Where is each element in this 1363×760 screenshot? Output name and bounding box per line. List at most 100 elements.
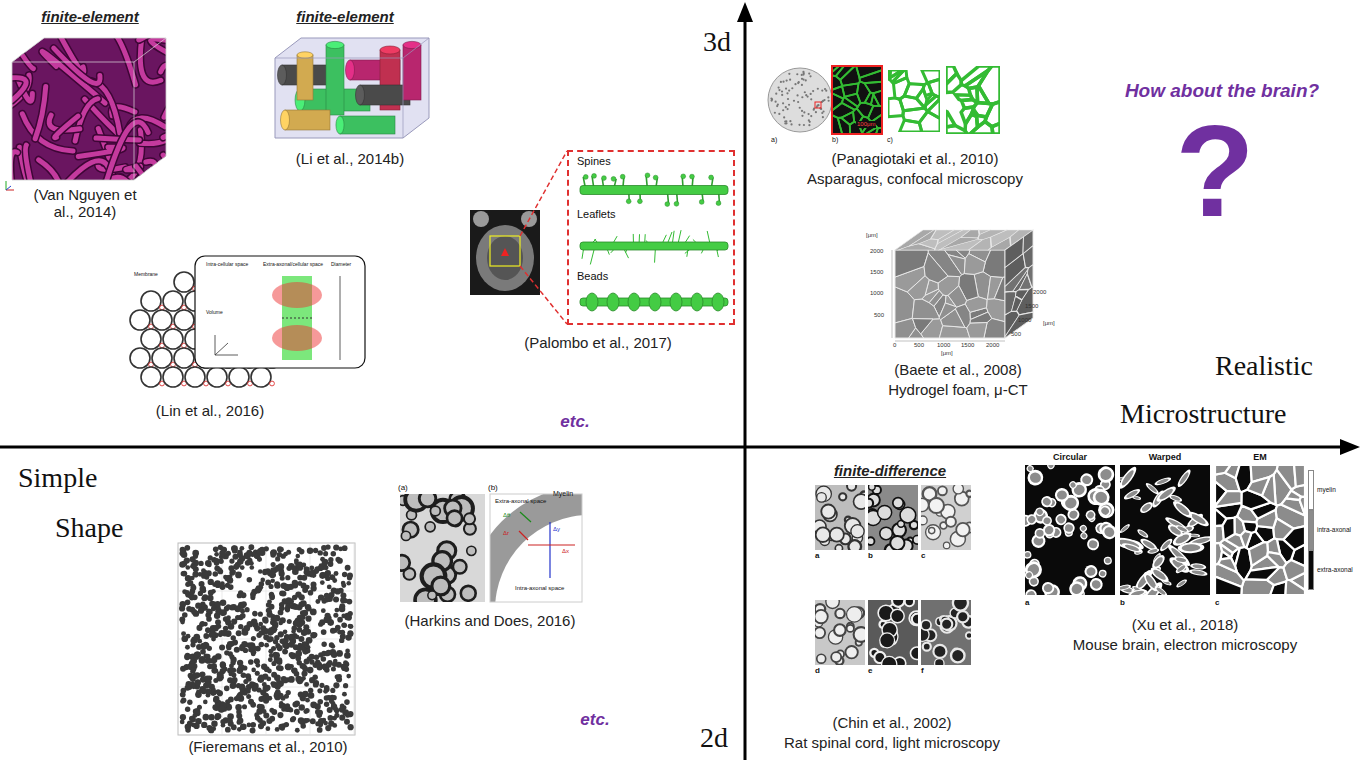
axon-model-part [467,546,476,555]
packed-circles-part [277,645,283,651]
axon-model-part [549,522,550,578]
packed-circles-part [274,615,281,622]
packed-circles-part [293,604,299,610]
packed-circles-part [203,714,210,721]
packed-circles-part [190,585,196,591]
em-panels-part [1100,506,1110,516]
em-panels-part [1036,530,1043,537]
packed-circles-part [284,584,291,591]
em-panels-part [1064,524,1073,533]
packed-circles-part [261,664,267,670]
asparagus-images-part [810,93,812,95]
packed-circles-part [289,652,295,658]
em-panels-part [1121,541,1143,554]
packed-circles-part [185,706,190,711]
packed-circles-part [182,612,188,618]
packed-circles-part [304,682,309,687]
em-panels-part [1176,557,1187,563]
packed-circles-part [348,631,354,637]
em-panels-part [1080,525,1087,532]
foam-cube-part [967,323,987,338]
packed-circles-part [187,720,193,726]
packed-circles-part [333,544,339,550]
hexagonal-packing-part [215,355,238,356]
asparagus-images-part [801,74,803,76]
em-panels-part [1173,555,1188,564]
packed-circles-part [285,608,290,613]
hexagonal-packing-part [163,291,183,311]
asparagus-images-part [790,123,792,125]
packed-circles-part [321,656,327,662]
asparagus-images-part [888,70,940,132]
packed-circles-part [220,661,226,667]
asparagus-images-part [809,75,811,77]
dendrite-models-part [580,186,728,195]
packed-circles-part [228,565,234,571]
asparagus-images-part [815,102,821,108]
packed-circles-part [207,646,212,651]
em-panels-part [1086,510,1095,519]
em-panels-part [1084,508,1098,522]
axon-model-part [461,586,476,601]
em-panels-part [1025,552,1031,558]
em-panels-part [1035,528,1046,539]
dendrite-models-part [520,151,567,236]
packed-circles-part [214,552,219,557]
fiber-cube-part [161,65,193,96]
em-panels-part [1066,578,1087,595]
packed-circles-part [287,619,292,624]
em-panels-part [1136,528,1149,540]
foam-cube-part [895,250,928,277]
em-panels-part [1086,566,1097,576]
dendrite-models-part [665,202,670,207]
packed-circles-part [333,597,339,603]
asparagus-images-part [815,111,817,113]
asparagus-images-part [801,96,803,98]
packed-circles-part [258,569,263,574]
dendrite-models-part [691,293,703,311]
em-panels-part [1120,523,1131,534]
em-panels-part [1182,544,1201,552]
packed-circles-part [297,627,303,633]
foam-cube-part [940,237,981,249]
packed-circles-part [192,672,198,678]
packed-circles-part [298,636,304,642]
packed-circles-part [185,582,190,587]
axon-model-part [425,522,435,532]
packed-circles-part [192,713,197,718]
packed-circles-part [327,585,332,590]
asparagus-images-part [832,66,882,134]
packed-circles-part [181,635,188,642]
fiber-cube-part [0,78,26,101]
packed-circles-part [295,728,300,733]
packed-circles-part [259,581,265,587]
packed-circles-part [347,572,353,578]
packed-circles-part [336,650,343,657]
packed-circles-part [337,674,342,679]
packed-circles-part [333,659,338,664]
fiber-cube-part [0,0,208,224]
packed-circles-part [304,658,310,664]
fiber-cube-part [12,38,166,180]
em-panels-part [1079,472,1094,487]
histology-panels-part [815,627,825,638]
packed-circles-part [200,649,206,655]
packed-circles-part [225,619,231,625]
packed-circles-part [222,630,229,637]
em-panels-part [1083,564,1099,580]
packed-circles-part [325,725,331,731]
hexagonal-packing-part [251,367,271,387]
histology-panels-part [938,486,947,495]
em-panels-part [1153,584,1168,595]
em-panels-part [1081,475,1092,485]
packed-circles-part [329,642,334,647]
packed-circles [178,543,355,735]
packed-circles-part [346,674,351,679]
fiber-cube-part [139,10,190,40]
packed-circles-part [190,642,195,647]
em-panels-part [1190,563,1207,571]
packed-circles-part [313,548,318,553]
packed-circles-part [333,613,338,618]
em-panels-part [1042,582,1063,595]
packed-circles-part [242,704,247,709]
